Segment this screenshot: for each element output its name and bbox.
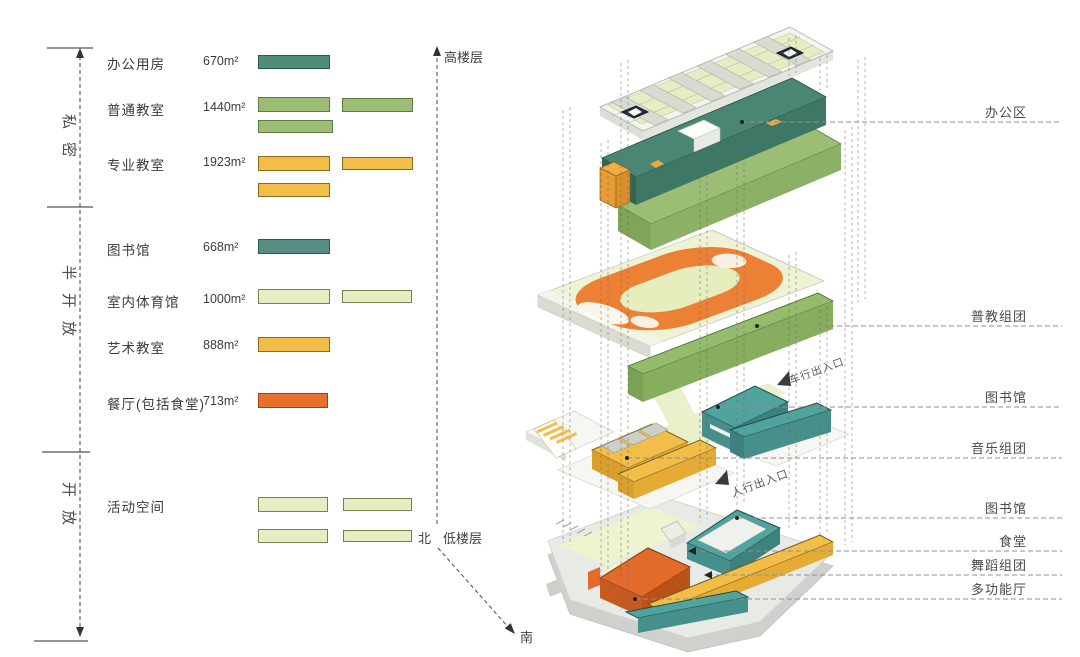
roof-line <box>625 44 815 125</box>
privacy-axis: 私密 半开放 开放 <box>34 47 93 642</box>
roof-side <box>643 51 833 140</box>
facade-stripe <box>710 424 733 439</box>
ground-layer <box>546 496 835 653</box>
leader-arrow-icon <box>704 571 712 579</box>
legend-item-label: 室内体育馆 <box>107 295 180 310</box>
legend-swatch-special-classroom <box>258 183 330 197</box>
section-label-open: 开放 <box>60 482 77 538</box>
legend-swatch-activity <box>258 529 328 543</box>
track-infield <box>620 265 740 313</box>
courtyard-green <box>558 507 700 565</box>
legend-swatch-gym <box>258 289 330 304</box>
annotation-canteen: 食堂 <box>999 534 1027 549</box>
legend-item-area: 713m² <box>203 394 239 408</box>
legend-item-area: 1440m² <box>203 100 246 114</box>
legend-swatch-activity <box>343 530 412 542</box>
roof-side <box>600 107 643 140</box>
office-stair-core <box>599 161 631 209</box>
mid-plate-layer: 车行出入口 人行出入口 <box>525 355 851 510</box>
office-layer <box>599 77 843 250</box>
stair-stripes <box>533 419 578 459</box>
right-annotations: 办公区 普教组团 图书馆 音乐组团 图书馆 食堂 舞蹈组团 多功能厅 <box>625 105 1062 601</box>
guide-diagonal-line <box>437 547 510 629</box>
legend-swatch-activity <box>258 497 328 512</box>
track-layer <box>536 229 835 402</box>
legend-swatch-gym <box>342 290 412 303</box>
arrow-south-icon <box>504 623 515 634</box>
section-label-private: 私密 <box>60 114 77 170</box>
leader-arrow-icon <box>688 547 696 555</box>
stair-notch <box>650 160 664 168</box>
legend-swatch-activity <box>343 498 412 511</box>
legend-swatch-classroom <box>258 97 330 112</box>
legend-swatch-special-classroom <box>258 156 330 171</box>
library-bar-upper <box>728 402 833 459</box>
section-label-semi-open: 半开放 <box>60 265 77 349</box>
skylight <box>620 105 650 119</box>
small-block <box>546 579 562 597</box>
annotation-multifunction: 多功能厅 <box>971 582 1027 597</box>
annotation-library-ground: 图书馆 <box>985 501 1027 516</box>
legend-item-area: 668m² <box>203 240 239 254</box>
projection-lines <box>562 35 866 613</box>
legend-swatch-classroom <box>258 120 333 133</box>
field-cutout <box>711 253 747 269</box>
skylight <box>775 46 805 60</box>
high-floor-label: 高楼层 <box>444 50 483 65</box>
library-building-ground <box>685 509 782 577</box>
leader-lines <box>627 121 1062 600</box>
floor-level-guide: 高楼层 北 低楼层 南 <box>418 46 533 645</box>
south-label: 南 <box>520 630 533 645</box>
legend-swatch-library <box>258 239 330 254</box>
annotation-general-ed: 普教组团 <box>971 309 1027 324</box>
legend-swatch-classroom <box>342 98 413 112</box>
legend-item-area: 888m² <box>203 338 239 352</box>
legend-swatch-art <box>258 337 330 352</box>
legend-item-label: 图书馆 <box>107 243 151 258</box>
office-atrium-block <box>677 119 721 153</box>
pedestrian-entrance-icon <box>715 470 729 485</box>
north-label: 北 <box>418 531 431 546</box>
rooftop-units <box>601 422 669 454</box>
vehicle-entrance-icon <box>777 371 791 386</box>
field-cutout <box>577 302 629 325</box>
arrow-down-icon <box>76 627 84 637</box>
legend-item-label: 艺术教室 <box>107 341 165 356</box>
pedestrian-entrance-label: 人行出入口 <box>729 466 790 500</box>
leader-dots <box>625 120 759 601</box>
field-cutout <box>630 315 659 329</box>
annotation-library-upper: 图书馆 <box>985 390 1027 405</box>
vehicle-entrance-label: 车行出入口 <box>788 355 846 387</box>
legend-swatch-office <box>258 55 330 69</box>
roof-layer <box>598 26 835 140</box>
legend-swatch-special-classroom <box>342 157 413 170</box>
roof-trusses <box>610 36 811 126</box>
legend-item-area: 1923m² <box>203 155 246 169</box>
arrow-up-icon <box>76 48 84 58</box>
legend-item-label: 办公用房 <box>107 57 165 72</box>
legend-item-area: 670m² <box>203 54 239 68</box>
entrance-canopy-front <box>670 533 686 549</box>
arrow-up-icon <box>433 46 441 56</box>
low-floor-label: 低楼层 <box>443 531 482 546</box>
annotation-music-cluster: 音乐组团 <box>971 441 1027 456</box>
multifunction-hall-bar <box>624 590 750 633</box>
music-cluster-bar <box>616 439 718 499</box>
legend-item-label: 活动空间 <box>107 500 165 515</box>
annotation-office-area: 办公区 <box>985 105 1027 120</box>
gym-court <box>697 515 767 554</box>
legend-swatch-dining <box>258 393 328 408</box>
legend-item-label: 普通教室 <box>107 103 165 118</box>
classroom-bar <box>616 124 843 250</box>
legend-item-label: 专业教室 <box>107 158 165 173</box>
annotation-dance-cluster: 舞蹈组团 <box>971 558 1027 573</box>
legend-item-label: 餐厅(包括食堂) <box>107 397 205 412</box>
running-track-field <box>536 229 826 347</box>
legend-item-area: 1000m² <box>203 292 246 306</box>
walkway-green <box>651 380 713 460</box>
